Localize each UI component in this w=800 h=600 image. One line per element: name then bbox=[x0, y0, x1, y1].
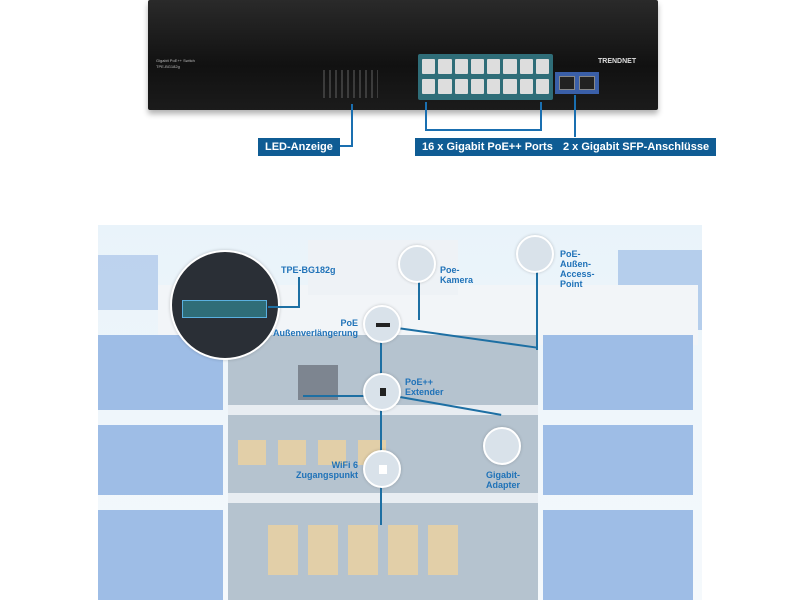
facade-window bbox=[543, 510, 693, 600]
switch-model: TPE-BG182g bbox=[156, 64, 180, 69]
switch-model-label: Gigabit PoE++ Switch bbox=[156, 58, 195, 63]
gigabit-adapter-icon bbox=[483, 427, 521, 465]
poe-port bbox=[454, 59, 468, 74]
switch-zoom-circle bbox=[170, 250, 280, 360]
outdoor-ap-icon bbox=[516, 235, 554, 273]
wifi-ap-device bbox=[379, 465, 387, 474]
background-building-window bbox=[98, 255, 158, 310]
ports-callout-line bbox=[425, 129, 542, 131]
poe-port bbox=[535, 78, 549, 94]
outdoor-extender-label: PoE Außenverlängerung bbox=[272, 318, 358, 338]
brand-logo: TRENDNET bbox=[598, 58, 637, 65]
office-desks bbox=[268, 525, 458, 575]
facade-window bbox=[543, 335, 693, 410]
poe-extender-device bbox=[380, 388, 386, 396]
network-cable bbox=[418, 270, 420, 320]
facade-window bbox=[543, 425, 693, 495]
outdoor-extender-device bbox=[376, 323, 390, 327]
sfp-callout: 2 x Gigabit SFP-Anschlüsse bbox=[556, 138, 717, 156]
poe-extender-icon bbox=[363, 373, 401, 411]
led-callout-line bbox=[340, 145, 353, 147]
led-panel bbox=[323, 70, 378, 98]
extender-label: PoE++ Extender bbox=[405, 377, 444, 397]
ports-callout-line bbox=[425, 102, 427, 130]
poe-port bbox=[422, 78, 436, 94]
adapter-label: Gigabit- Adapter bbox=[486, 470, 521, 490]
camera-label: Poe- Kamera bbox=[440, 265, 474, 285]
sfp-slot bbox=[579, 76, 595, 90]
poe-port bbox=[422, 59, 436, 74]
outdoor-ap-label: PoE- Außen- Access- Point bbox=[560, 249, 595, 289]
facade-window bbox=[98, 510, 223, 600]
poe-port bbox=[519, 78, 533, 94]
switch-label-line bbox=[268, 306, 300, 308]
poe-port bbox=[503, 78, 517, 94]
poe-port bbox=[503, 59, 517, 74]
switch-zoom-ports bbox=[182, 300, 267, 318]
poe-port-panel bbox=[418, 54, 553, 100]
facade-window bbox=[98, 425, 223, 495]
poe-port bbox=[487, 59, 501, 74]
outdoor-extender-icon bbox=[363, 305, 401, 343]
network-switch: Gigabit PoE++ Switch TPE-BG182g TRENDNET bbox=[148, 0, 658, 110]
network-cable bbox=[303, 395, 381, 397]
poe-port bbox=[535, 59, 549, 74]
poe-port bbox=[454, 78, 468, 94]
led-callout-line bbox=[351, 104, 353, 146]
poe-port bbox=[438, 78, 452, 94]
poe-port bbox=[487, 78, 501, 94]
switch-label: TPE-BG182g bbox=[281, 265, 336, 275]
ports-callout: 16 x Gigabit PoE++ Ports bbox=[415, 138, 560, 156]
server-rack bbox=[298, 365, 338, 400]
sfp-ports bbox=[555, 72, 599, 94]
floor-slab bbox=[228, 493, 538, 503]
network-cable bbox=[536, 270, 538, 350]
wifi-ap-icon bbox=[363, 450, 401, 488]
camera-icon bbox=[398, 245, 436, 283]
switch-label-line bbox=[298, 277, 300, 307]
ports-callout-line bbox=[540, 102, 542, 130]
poe-port bbox=[470, 59, 484, 74]
poe-port bbox=[519, 59, 533, 74]
poe-port bbox=[470, 78, 484, 94]
wifi-label: WiFi 6 Zugangspunkt bbox=[296, 460, 358, 480]
led-callout: LED-Anzeige bbox=[258, 138, 340, 156]
network-cable bbox=[380, 325, 382, 525]
sfp-callout-line bbox=[574, 95, 576, 137]
poe-port bbox=[438, 59, 452, 74]
building-diagram: TPE-BG182g Poe- Kamera PoE- Außen- Acces… bbox=[98, 225, 702, 600]
sfp-slot bbox=[559, 76, 575, 90]
